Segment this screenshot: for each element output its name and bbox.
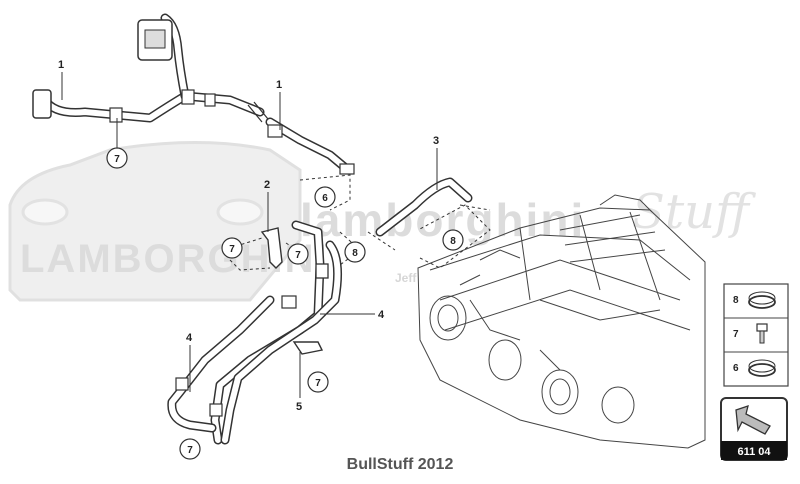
circle-ref-7-bracket-right: 7 xyxy=(287,243,309,265)
circle-ref-7-top: 7 xyxy=(106,147,128,169)
dashed-callout-lines xyxy=(229,174,491,271)
callout-5: 5 xyxy=(296,401,302,413)
circle-ref-8-left: 8 xyxy=(344,241,366,263)
watermark-subtitle-text: Jeff xyxy=(395,271,417,285)
bracket-part-2[interactable] xyxy=(260,227,283,269)
callout-4-right: 4 xyxy=(378,309,385,321)
callout-labels: 1 1 2 3 4 4 5 xyxy=(58,59,439,413)
parts-legend: 8 7 6 xyxy=(723,283,789,387)
callout-1-right: 1 xyxy=(276,79,282,91)
circle-ref-6: 6 xyxy=(314,186,336,208)
hose-clamp-icon xyxy=(748,291,776,309)
circle-ref-7-bracket-left: 7 xyxy=(221,237,243,259)
arrow-icon xyxy=(735,405,771,435)
bolt-icon xyxy=(756,323,768,344)
svg-text:7: 7 xyxy=(315,378,321,389)
svg-text:7: 7 xyxy=(733,329,739,340)
bracket-part-5[interactable] xyxy=(292,341,324,355)
reference-box[interactable]: 611 04 xyxy=(720,397,788,461)
hose-clamp-icon xyxy=(748,359,776,377)
watermark-script-text: Stuff xyxy=(632,184,756,240)
svg-text:7: 7 xyxy=(187,445,193,456)
engine-block-illustration xyxy=(417,194,706,449)
svg-text:6: 6 xyxy=(322,193,328,204)
callout-2: 2 xyxy=(264,179,270,191)
callout-3: 3 xyxy=(433,135,439,147)
hose-part-3[interactable] xyxy=(375,177,473,237)
svg-text:7: 7 xyxy=(114,154,120,165)
legend-item-7: 7 xyxy=(733,323,768,344)
reference-code: 611 04 xyxy=(737,446,771,458)
svg-text:8: 8 xyxy=(352,248,358,259)
callout-1-left: 1 xyxy=(58,59,64,71)
circle-ref-7-lower: 7 xyxy=(307,371,329,393)
svg-text:8: 8 xyxy=(733,295,739,306)
circle-ref-8-right: 8 xyxy=(442,229,464,251)
watermark-site-text: lamborghini xyxy=(300,194,585,246)
circle-ref-7-bottom: 7 xyxy=(179,438,201,460)
circle-refs: 7 6 7 7 8 8 7 7 xyxy=(106,147,464,460)
leader-lines xyxy=(61,72,438,398)
svg-text:7: 7 xyxy=(295,250,301,261)
pipe-part-4[interactable] xyxy=(167,220,343,445)
svg-text:7: 7 xyxy=(229,244,235,255)
hose-part-1[interactable] xyxy=(32,13,355,175)
svg-text:8: 8 xyxy=(450,236,456,247)
legend-item-8: 8 xyxy=(733,291,776,309)
footer-credit: BullStuff 2012 xyxy=(346,456,454,473)
svg-text:6: 6 xyxy=(733,363,739,374)
car-silhouette-watermark xyxy=(8,141,302,302)
callout-4-left: 4 xyxy=(186,332,193,344)
legend-item-6: 6 xyxy=(733,359,776,377)
